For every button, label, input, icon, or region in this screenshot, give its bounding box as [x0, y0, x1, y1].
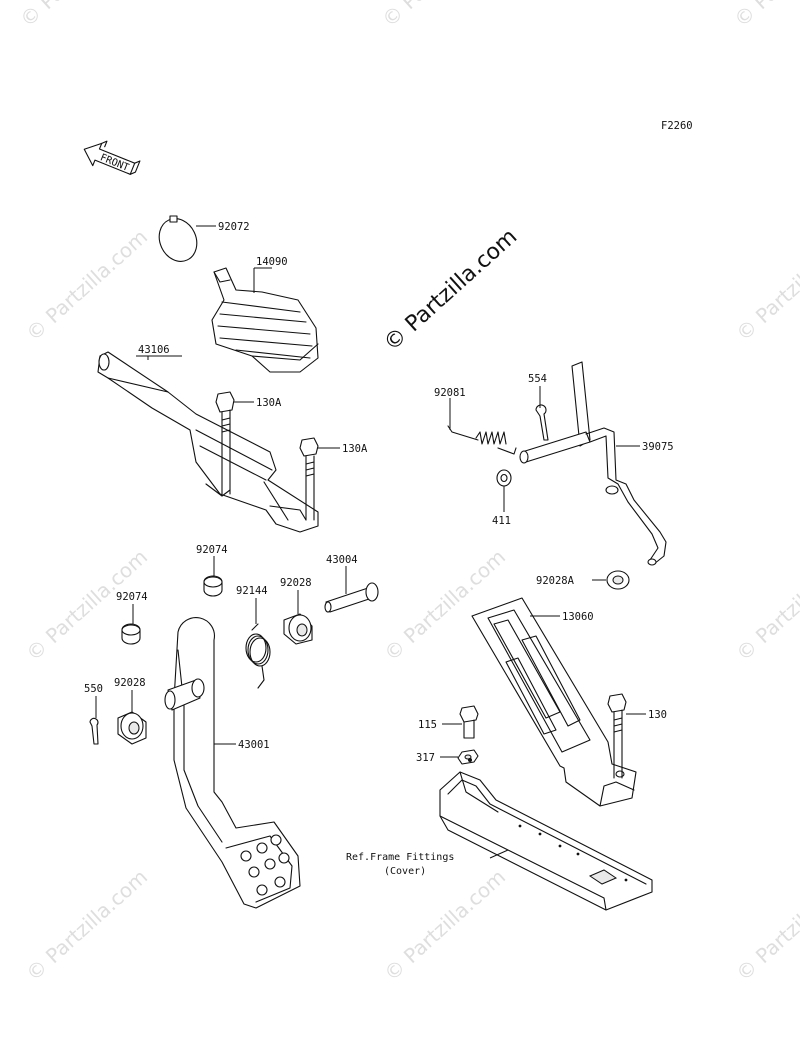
watermark-layer: © Partzilla.com © Partzilla.com © Partzi… [15, 0, 800, 986]
part-411-washer [496, 469, 512, 487]
part-92028-bushing-a [283, 613, 313, 645]
watermark-text: © Partzilla.com [21, 225, 152, 346]
watermark-text: © Partzilla.com [731, 545, 800, 666]
callout-39075: 39075 [642, 441, 674, 453]
part-92081-spring [447, 425, 517, 455]
callout-43004: 43004 [326, 554, 358, 566]
callout-317: 317 [416, 752, 435, 764]
callout-14090: 14090 [256, 256, 288, 268]
callout-130: 130 [648, 709, 667, 721]
part-13060-guide [471, 597, 637, 807]
callout-92074-b: 92074 [116, 591, 148, 603]
part-550-cotter-pin [89, 717, 99, 745]
callout-92144: 92144 [236, 585, 268, 597]
part-554-cotter-pin [535, 404, 549, 441]
frame-fitting-cover [439, 758, 653, 911]
reference-note-line2: (Cover) [384, 866, 426, 877]
watermark-text: © Partzilla.com [729, 0, 800, 32]
watermark-text: © Partzilla.com [731, 225, 800, 346]
callout-550: 550 [84, 683, 103, 695]
front-arrow-icon: FRONT [83, 140, 141, 175]
part-43106-lever [97, 351, 319, 533]
part-14090-boot [211, 267, 319, 373]
diagram-code: F2260 [661, 120, 693, 132]
reference-note-line1: Ref.Frame Fittings [346, 852, 454, 863]
callout-554: 554 [528, 373, 547, 385]
callout-92081: 92081 [434, 387, 466, 399]
callout-13060: 13060 [562, 611, 594, 623]
part-43001-pedal [164, 617, 301, 909]
part-43004-pin [324, 582, 379, 613]
part-92072-clamp [158, 215, 198, 262]
watermark-text: © Partzilla.com [15, 0, 146, 32]
part-92028-bushing-b [117, 711, 147, 745]
part-130-bolt [607, 693, 627, 779]
part-92074-cap-b [121, 623, 141, 645]
part-317-nut [457, 749, 479, 765]
callout-43001: 43001 [238, 739, 270, 751]
callout-411: 411 [492, 515, 511, 527]
watermark-text: © Partzilla.com [379, 865, 510, 986]
watermark-text: © Partzilla.com [377, 0, 508, 32]
callout-92028a: 92028A [536, 575, 575, 587]
callout-92072: 92072 [218, 221, 250, 233]
part-39075-shaft [519, 361, 667, 566]
callout-92028-b: 92028 [114, 677, 146, 689]
part-130a-bolt-1 [215, 391, 235, 495]
part-130a-bolt-2 [299, 437, 319, 521]
watermark-text: © Partzilla.com [21, 865, 152, 986]
callout-43106: 43106 [138, 344, 170, 356]
watermark-center-text: © Partzilla.com [379, 224, 522, 356]
watermark-text: © Partzilla.com [21, 545, 152, 666]
watermark-text: © Partzilla.com [731, 865, 800, 986]
callout-130a-2: 130A [342, 443, 368, 455]
part-115-bolt [459, 705, 479, 739]
part-92144-spring [245, 623, 271, 689]
callout-92074-a: 92074 [196, 544, 228, 556]
callout-130a-1: 130A [256, 397, 282, 409]
part-92028a-bushing [606, 570, 630, 590]
callout-115: 115 [418, 719, 437, 731]
part-92074-cap-a [203, 575, 223, 597]
callout-92028-a: 92028 [280, 577, 312, 589]
